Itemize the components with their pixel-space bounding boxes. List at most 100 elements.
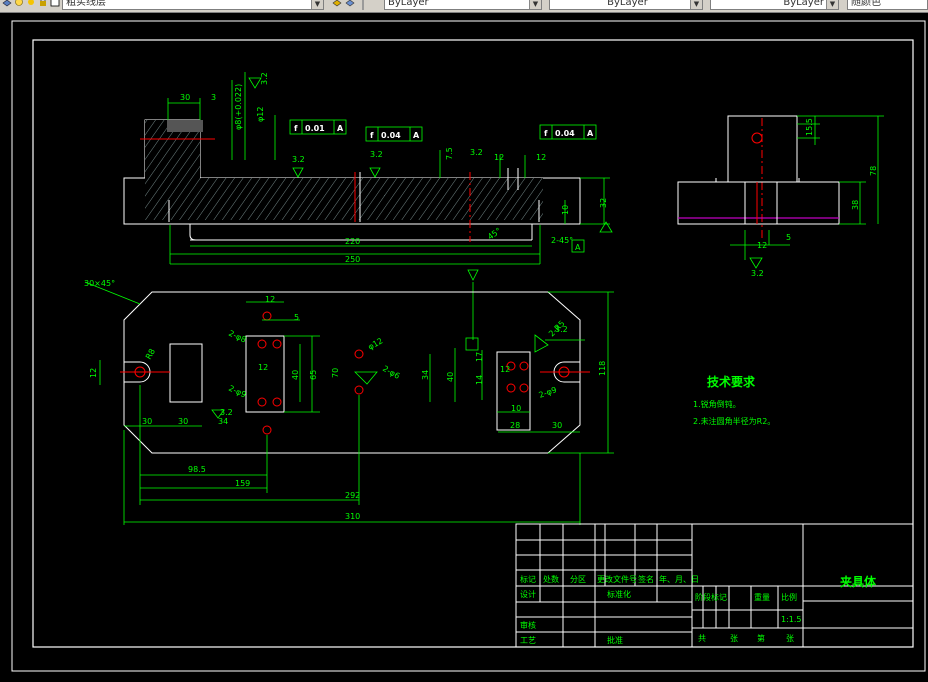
side-dim-text: 15.5 78 38 12 5 3.2 xyxy=(751,118,878,278)
linetype-value: ByLayer xyxy=(607,0,648,8)
dim-text: 7.5 xyxy=(445,147,454,160)
tolerance-value: 0.01 xyxy=(305,124,325,133)
tb-sheet: 张 xyxy=(730,634,738,643)
svg-text:292: 292 xyxy=(345,491,360,500)
color-swatch-icon[interactable] xyxy=(50,0,60,7)
svg-text:310: 310 xyxy=(345,512,360,521)
svg-text:2-φ6: 2-φ6 xyxy=(381,364,401,381)
make-object-layer-current-icon[interactable] xyxy=(332,0,342,7)
tb-label: 标记 xyxy=(520,574,536,584)
svg-text:38: 38 xyxy=(851,200,860,210)
sheet-border xyxy=(11,20,926,672)
dim-text: 12 xyxy=(536,153,546,162)
tolerance-symbol: f xyxy=(544,129,548,138)
toolbar-divider xyxy=(362,0,364,10)
linetype-dropdown[interactable]: ByLayer ▼ xyxy=(549,0,703,10)
svg-text:28: 28 xyxy=(510,421,520,430)
tech-req-title: 技术要求 xyxy=(707,374,756,389)
tb-process: 工艺 xyxy=(520,636,536,645)
dim-text: 3.2 xyxy=(470,148,483,157)
drawing-canvas[interactable]: 30 3 3.2 φ8(+0.022) φ12 3.2 3.2 7.5 3.2 … xyxy=(0,13,928,678)
front-view xyxy=(123,118,763,242)
svg-text:φ12: φ12 xyxy=(367,336,385,352)
dim-text: 3.2 xyxy=(292,155,305,164)
top-dimensions xyxy=(84,281,614,525)
tb-sheet: 共 xyxy=(698,634,706,643)
tb-scale: 1:1.5 xyxy=(781,615,802,624)
dim-text: 2-45° xyxy=(551,236,573,245)
svg-text:17: 17 xyxy=(475,352,484,362)
svg-text:34: 34 xyxy=(218,417,228,426)
tb-approve: 批准 xyxy=(607,635,623,645)
svg-text:12: 12 xyxy=(500,365,510,374)
svg-text:15.5: 15.5 xyxy=(805,118,814,136)
tolerance-symbol: f xyxy=(294,124,298,133)
svg-text:70: 70 xyxy=(331,368,340,378)
tb-label: 年、月、日 xyxy=(659,574,699,584)
tb-stage: 阶段标记 xyxy=(695,592,727,602)
svg-text:2-φ9: 2-φ9 xyxy=(538,385,558,400)
svg-text:2-φ9: 2-φ9 xyxy=(227,384,247,400)
light-bulb-icon[interactable] xyxy=(14,0,24,7)
svg-text:3.2: 3.2 xyxy=(555,325,568,334)
svg-text:30: 30 xyxy=(552,421,562,430)
svg-text:3.2: 3.2 xyxy=(751,269,764,278)
svg-text:5: 5 xyxy=(294,313,299,322)
title-block: 标记 处数 分区 更改文件号 签名 年、月、日 设计 标准化 审核 工艺 批准 … xyxy=(515,523,914,648)
svg-text:30×45°: 30×45° xyxy=(84,279,115,288)
tolerance-datum: A xyxy=(413,131,420,140)
tolerance-value: 0.04 xyxy=(555,129,575,138)
side-dimensions xyxy=(730,115,884,269)
tolerance-value: 0.04 xyxy=(381,131,401,140)
lineweight-value: ByLayer xyxy=(783,0,824,8)
chevron-down-icon[interactable]: ▼ xyxy=(826,0,838,9)
tech-req-item: 1.锐角倒钝。 xyxy=(693,399,741,409)
chevron-down-icon[interactable]: ▼ xyxy=(311,0,323,9)
sun-icon[interactable] xyxy=(26,0,36,7)
dim-text: 32 xyxy=(599,198,608,208)
layer-previous-icon[interactable] xyxy=(345,0,355,7)
svg-text:65: 65 xyxy=(309,370,318,380)
drawing-frame xyxy=(32,39,914,648)
svg-text:10: 10 xyxy=(511,404,521,413)
lineweight-dropdown[interactable]: ByLayer ▼ xyxy=(710,0,839,10)
dim-text: 3 xyxy=(211,93,216,102)
tb-weight: 重量 xyxy=(754,592,770,602)
tech-req-item: 2.未注圆角半径为R2。 xyxy=(693,416,775,426)
tb-standardize: 标准化 xyxy=(607,589,631,599)
svg-text:30: 30 xyxy=(142,417,152,426)
tb-label: 签名 xyxy=(638,574,654,584)
dim-text: 45° xyxy=(486,226,503,242)
layer-states-icon[interactable] xyxy=(2,0,12,7)
color-dropdown[interactable]: ByLayer ▼ xyxy=(384,0,542,10)
svg-text:12: 12 xyxy=(757,241,767,250)
tolerance-datum: A xyxy=(587,129,594,138)
svg-text:40: 40 xyxy=(291,370,300,380)
svg-text:34: 34 xyxy=(421,370,430,380)
plotstyle-value: 随颜色 xyxy=(851,0,881,8)
svg-text:5: 5 xyxy=(786,233,791,242)
layer-name: 粗实线层 xyxy=(66,0,106,8)
lock-icon[interactable] xyxy=(38,0,48,7)
svg-text:3.2: 3.2 xyxy=(220,408,233,417)
svg-text:40: 40 xyxy=(446,372,455,382)
chevron-down-icon[interactable]: ▼ xyxy=(690,0,702,9)
svg-text:159: 159 xyxy=(235,479,250,488)
tb-label: 更改文件号 xyxy=(597,574,637,584)
dim-text: 10 xyxy=(561,205,570,215)
dim-text: 250 xyxy=(345,255,360,264)
chevron-down-icon[interactable]: ▼ xyxy=(529,0,541,9)
dim-text: 3.2 xyxy=(260,72,269,85)
tb-scale-label: 比例 xyxy=(781,592,797,602)
color-value: ByLayer xyxy=(388,0,429,8)
dim-text: 12 xyxy=(494,153,504,162)
front-dimensions xyxy=(167,72,613,351)
svg-text:R8: R8 xyxy=(144,347,157,361)
layer-dropdown[interactable]: 粗实线层 ▼ xyxy=(62,0,324,10)
dim-text: 30 xyxy=(180,93,190,102)
tb-sheet: 第 xyxy=(757,633,765,643)
svg-text:98.5: 98.5 xyxy=(188,465,206,474)
plotstyle-dropdown[interactable]: 随颜色 xyxy=(847,0,928,10)
tolerance-symbol: f xyxy=(370,131,374,140)
front-dim-text: 30 3 3.2 φ8(+0.022) φ12 3.2 3.2 7.5 3.2 … xyxy=(180,72,608,264)
